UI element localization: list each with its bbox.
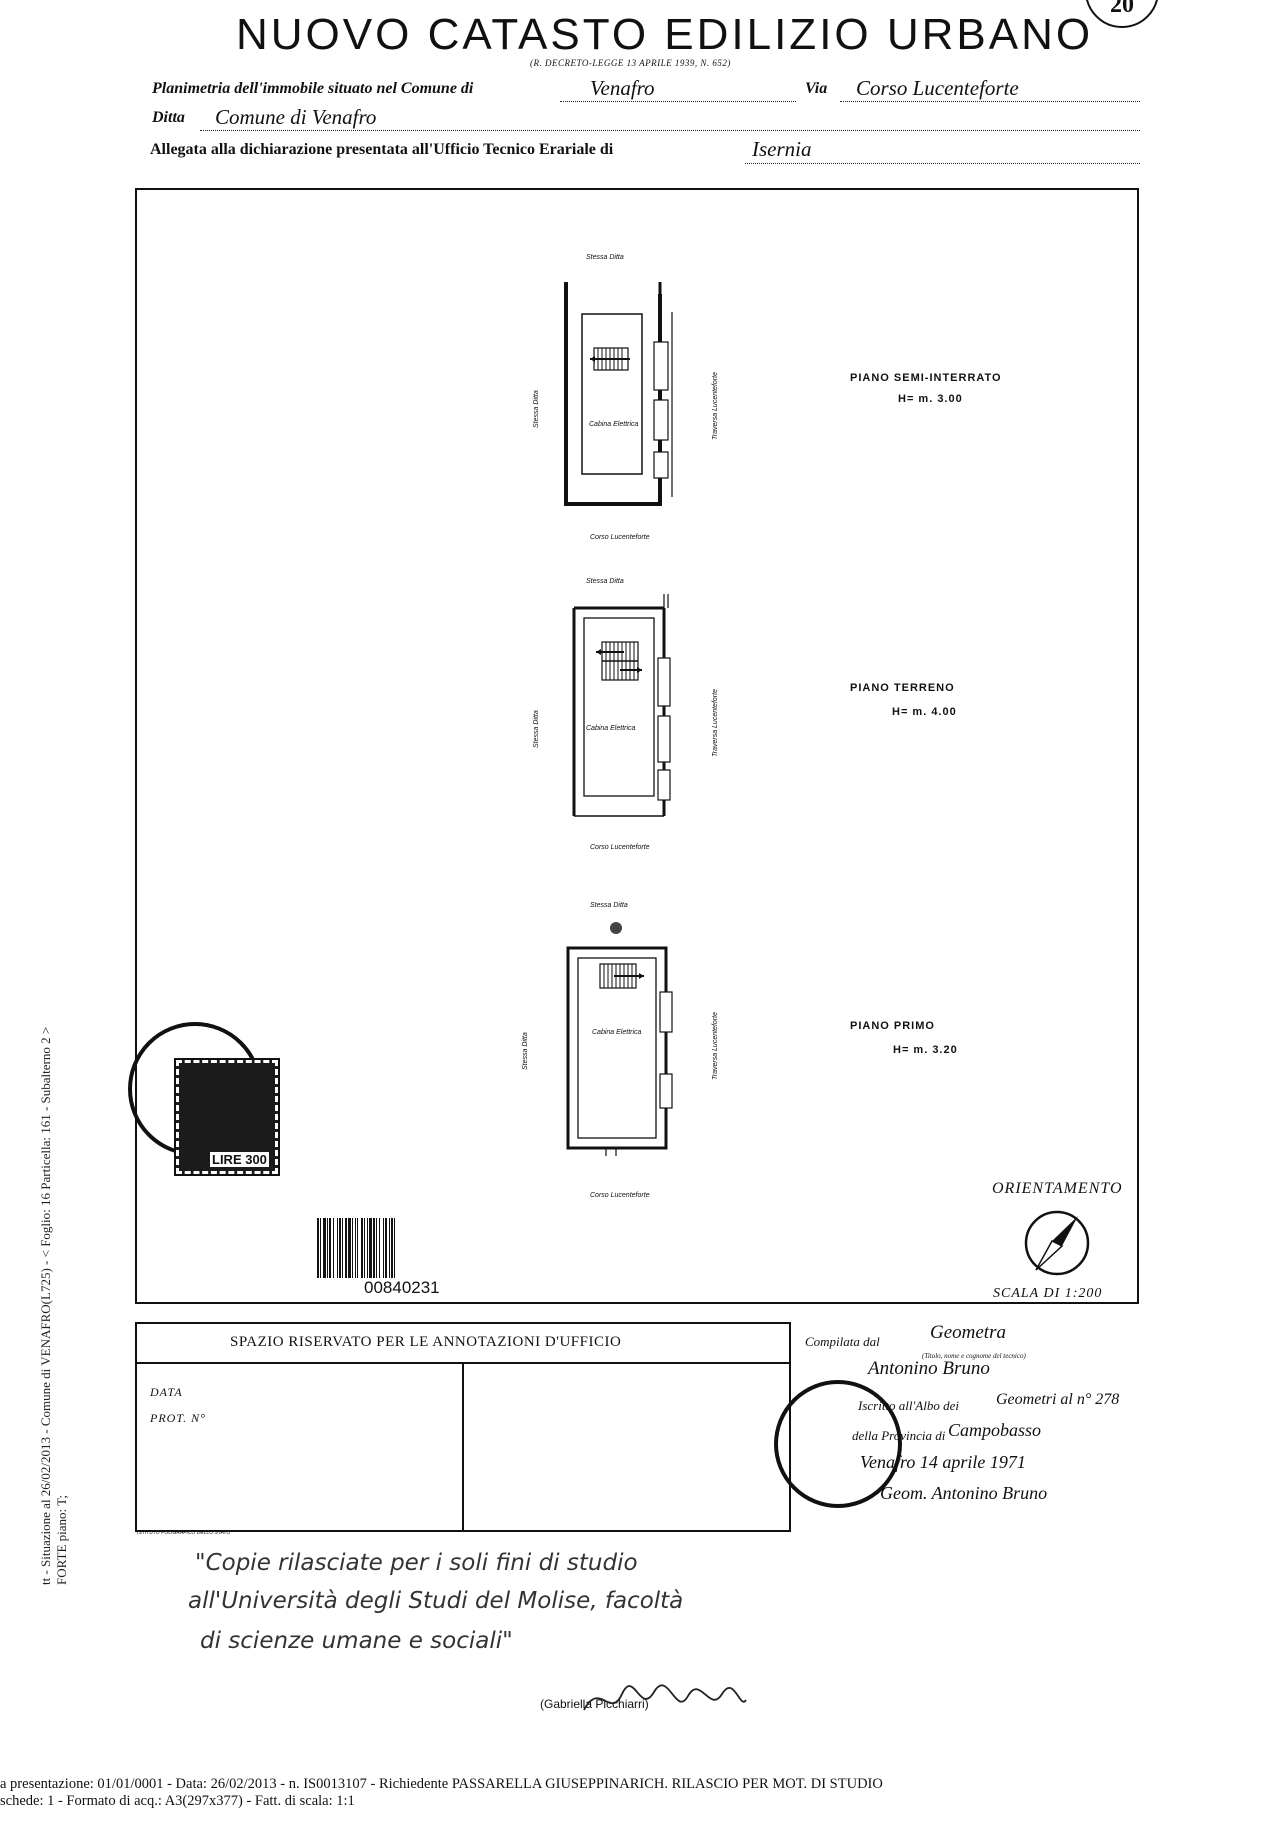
plan1-height: H= m. 3.00: [898, 393, 963, 405]
barcode-number: 00840231: [364, 1278, 440, 1297]
compiler-name: Antonino Bruno: [868, 1358, 990, 1379]
plan3-drawing: [566, 946, 673, 1156]
plan3-floor: PIANO PRIMO: [850, 1020, 935, 1032]
surveyor-stamp-right: [774, 1380, 902, 1508]
allegata-label: Allegata alla dichiarazione presentata a…: [150, 141, 614, 158]
note-line-3: di scienze umane e sociali": [200, 1628, 513, 1654]
via-value: Corso Lucenteforte: [856, 76, 1019, 100]
plan1-room-label: Cabina Elettrica: [589, 421, 639, 428]
plan3-top-label: Stessa Ditta: [590, 902, 628, 909]
ditta-value: Comune di Venafro: [215, 105, 377, 129]
clerk-stamp: (Gabriella Picchiarri): [540, 1697, 649, 1711]
plan3-bottom-label: Corso Lucenteforte: [590, 1192, 650, 1199]
ditta-line: [200, 129, 1140, 131]
plan3-right-label: Traversa Lucenteforte: [712, 1012, 719, 1080]
via-label: Via: [805, 80, 828, 97]
footer-line-1: a presentazione: 01/01/0001 - Data: 26/0…: [0, 1776, 883, 1792]
plan2-floor: PIANO TERRENO: [850, 682, 955, 694]
ditta-label: Ditta: [152, 109, 185, 126]
plan3-room-label: Cabina Elettrica: [592, 1029, 642, 1036]
plan3-mark: [610, 922, 622, 934]
plan2-height: H= m. 4.00: [892, 706, 957, 718]
plan2-top-label: Stessa Ditta: [586, 578, 624, 585]
compiler-date: Venafro 14 aprile 1971: [860, 1452, 1026, 1472]
document-title: NUOVO CATASTO EDILIZIO URBANO: [236, 10, 1094, 59]
plan2-room-label: Cabina Elettrica: [586, 725, 636, 732]
plan3-height: H= m. 3.20: [893, 1044, 958, 1056]
footer-line-2: schede: 1 - Formato di acq.: A3(297x377)…: [0, 1793, 355, 1809]
planimetria-label: Planimetria dell'immobile situato nel Co…: [152, 80, 474, 97]
note-line-2: all'Università degli Studi del Molise, f…: [188, 1588, 684, 1614]
plan2-bottom-label: Corso Lucenteforte: [590, 844, 650, 851]
clerk-signature: [583, 1684, 747, 1711]
revenue-stamp-value: LIRE 300: [210, 1152, 269, 1167]
side-text-1: tt - Situazione al 26/02/2013 - Comune d…: [38, 1026, 53, 1585]
decree-reference: (R. DECRETO-LEGGE 13 APRILE 1939, N. 652…: [530, 58, 731, 68]
annotations-title: SPAZIO RISERVATO PER LE ANNOTAZIONI D'UF…: [230, 1334, 622, 1350]
orientation-label: ORIENTAMENTO: [992, 1180, 1123, 1197]
plan3-left-label: Stessa Ditta: [522, 1032, 529, 1070]
compilata-label: Compilata dal: [805, 1334, 880, 1349]
albo-value: Geometri al n° 278: [996, 1391, 1120, 1408]
compiler-hint: (Titolo, nome e cognome del tecnico): [922, 1352, 1026, 1360]
plan1-right-label: Traversa Lucenteforte: [712, 372, 719, 440]
plan2-left-label: Stessa Ditta: [533, 710, 540, 748]
north-arrow-icon: [1024, 1210, 1090, 1276]
plan1-top-label: Stessa Ditta: [586, 254, 624, 261]
note-line-1: "Copie rilasciate per i soli fini di stu…: [195, 1550, 638, 1576]
plan1-bottom-label: Corso Lucenteforte: [590, 534, 650, 541]
provincia-value: Campobasso: [948, 1420, 1042, 1440]
comune-value: Venafro: [590, 76, 655, 100]
sheet-number: 20: [1085, 0, 1159, 28]
plan1-floor: PIANO SEMI-INTERRATO: [850, 372, 1002, 384]
compiler-title: Geometra: [930, 1322, 1006, 1343]
ufficio-line: [745, 162, 1140, 164]
prot-label: PROT. N°: [150, 1411, 206, 1425]
side-text-2: FORTE piano: T;: [54, 1495, 69, 1585]
comune-line: [560, 100, 796, 102]
data-label: DATA: [150, 1385, 183, 1399]
annotations-vdivider: [462, 1362, 464, 1530]
drawing-frame: [135, 188, 1139, 1304]
plan2-right-label: Traversa Lucenteforte: [712, 689, 719, 757]
plan1-drawing: [564, 282, 673, 506]
barcode: [317, 1218, 395, 1278]
scale-label: SCALA DI 1:200: [993, 1286, 1103, 1301]
ufficio-value: Isernia: [752, 137, 812, 161]
printer-label: ISTITUTO POLIGRAFICO DELLO STATO: [137, 1530, 231, 1536]
via-line: [840, 100, 1140, 102]
plan2-drawing: [572, 594, 671, 817]
plan1-left-label: Stessa Ditta: [533, 390, 540, 428]
compiler-signature: Geom. Antonino Bruno: [880, 1483, 1048, 1503]
